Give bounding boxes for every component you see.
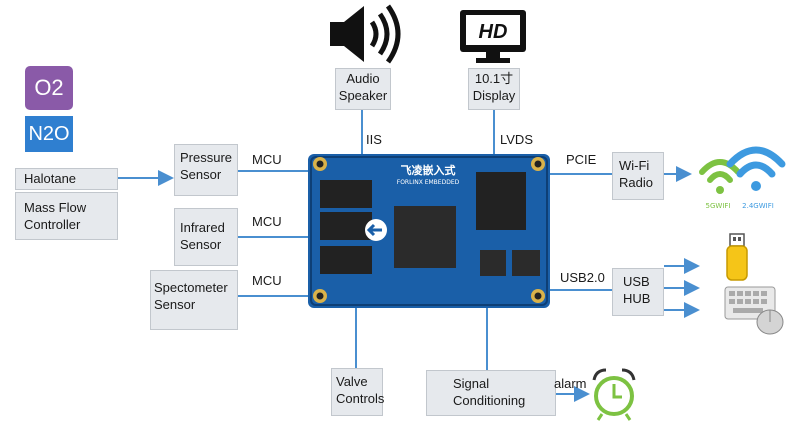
core-board: 飞凌嵌入式 FORLINX EMBEDDED [308,154,550,308]
monitor-icon: HD [460,10,526,63]
pcie-label: PCIE [566,152,597,167]
wifi-radio-box: Wi-Fi Radio [612,152,664,200]
pressure-sensor-box: Pressure Sensor [174,144,238,196]
svg-text:FORLINX EMBEDDED: FORLINX EMBEDDED [397,179,460,186]
lvds-label: LVDS [500,132,533,147]
keyboard-mouse-icon [724,286,784,335]
spectrometer-sensor-box: Spectometer Sensor [150,270,238,330]
svg-text:2.4GWIFI: 2.4GWIFI [742,202,774,210]
signal-conditioning-box: Signal Conditioning [426,370,556,416]
audio-speaker-box: Audio Speaker [335,68,391,110]
infrared-sensor-box: Infrared Sensor [174,208,238,266]
alarm-clock-icon [592,368,636,421]
iis-label: IIS [366,132,382,147]
usb-label: USB2.0 [560,270,605,285]
mcu-label-2: MCU [252,214,282,229]
n2o-icon: N2O [25,116,73,152]
usb-hub-box: USB HUB [612,268,664,316]
wifi-icon: 5GWIFI 2.4GWIFI [699,146,786,210]
mcu-label-1: MCU [252,152,282,167]
mcu-label-3: MCU [252,273,282,288]
alarm-label: alarm [554,376,587,391]
usb-drive-icon [726,233,748,281]
mass-flow-controller-box: Mass Flow Controller [15,192,118,240]
display-box: 10.1寸 Display [468,68,520,110]
valve-controls-box: Valve Controls [331,368,384,416]
svg-text:飞凌嵌入式: 飞凌嵌入式 [401,163,456,177]
o2-icon: O2 [25,66,73,110]
speaker-icon [330,4,401,64]
svg-text:5GWIFI: 5GWIFI [706,202,731,210]
halotane-box: Halotane [15,168,118,190]
svg-text:HD: HD [479,21,508,43]
